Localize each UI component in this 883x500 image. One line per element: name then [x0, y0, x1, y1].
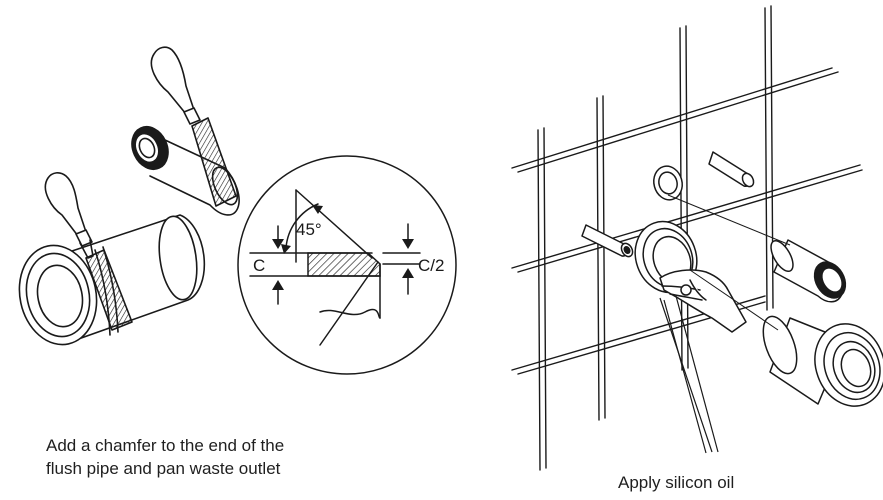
chamfer-caption-line-2: flush pipe and pan waste outlet	[46, 459, 281, 478]
silicon-oil-leader-lines	[659, 295, 719, 454]
detached-pan-waste-outlet	[762, 315, 883, 407]
angle-label: 45°	[296, 220, 322, 239]
hand-illustration	[659, 269, 747, 333]
alignment-lines	[667, 194, 791, 331]
tiled-wall	[511, 5, 863, 471]
silicon-oil-caption-text: Apply silicon oil	[618, 473, 735, 492]
detached-flush-pipe	[770, 239, 847, 303]
chamfer-caption: Add a chamfer to the end of the flush pi…	[46, 434, 366, 480]
silicon-oil-caption: Apply silicon oil	[618, 471, 818, 494]
file-tool-top	[150, 46, 237, 207]
c-dimension-label: C	[253, 256, 265, 275]
pan-waste-outlet-illustration	[18, 214, 206, 346]
file-tool-left	[44, 172, 133, 331]
chamfer-caption-line-1: Add a chamfer to the end of the	[46, 436, 285, 455]
chamfer-detail-circle	[237, 155, 457, 375]
half-c-dimension-label: C/2	[418, 256, 444, 275]
